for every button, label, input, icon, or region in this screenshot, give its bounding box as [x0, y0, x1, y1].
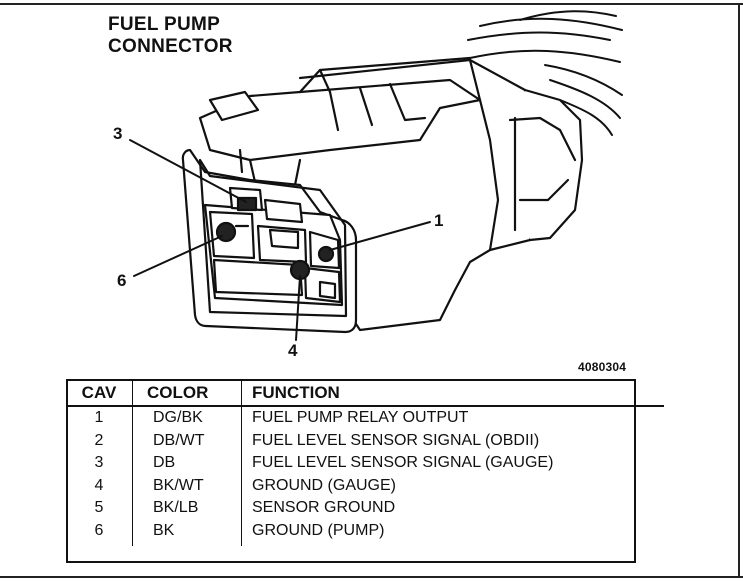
leader-3: [129, 139, 247, 203]
cell-function: SENSOR GROUND: [241, 497, 664, 520]
cell-cav: 1: [94, 409, 104, 427]
leader-6: [133, 235, 223, 277]
header-color: COLOR: [132, 379, 242, 407]
table-row: 5 BK/LB SENSOR GROUND: [66, 497, 664, 520]
connector-latch: [198, 78, 482, 162]
callout-1: 1: [434, 211, 444, 230]
cell-cav: 3: [94, 454, 104, 472]
cell-cav: 4: [94, 476, 104, 494]
diagram-title: FUEL PUMP CONNECTOR: [108, 14, 268, 58]
callout-3: 3: [113, 124, 123, 143]
cell-color: BK: [132, 519, 242, 546]
cell-color: BK/LB: [132, 497, 242, 520]
leader-4: [295, 275, 301, 341]
table-row: 2 DB/WT FUEL LEVEL SENSOR SIGNAL (OBDII): [66, 429, 664, 452]
leader-1: [329, 221, 431, 251]
table-header-row: CAV COLOR FUNCTION: [66, 379, 664, 407]
cell-color: DB/WT: [132, 429, 242, 452]
table-row: 1 DG/BK FUEL PUMP RELAY OUTPUT: [66, 406, 664, 430]
cell-color: BK/WT: [132, 474, 242, 497]
title-line-2: CONNECTOR: [108, 36, 233, 57]
table-row: 6 BK GROUND (PUMP): [66, 519, 664, 546]
cell-cav: 5: [94, 499, 104, 517]
table-row: 4 BK/WT GROUND (GAUGE): [66, 474, 664, 497]
cell-cav: 6: [94, 521, 104, 539]
cell-color: DG/BK: [132, 406, 242, 430]
title-line-1: FUEL PUMP: [108, 14, 221, 35]
cell-function: GROUND (GAUGE): [241, 474, 664, 497]
cell-color: DB: [132, 452, 242, 475]
cavity-6-pin: [215, 221, 237, 243]
frame-top-rule: [0, 3, 743, 5]
callout-6: 6: [117, 271, 127, 290]
connector-illustration: [129, 10, 623, 341]
header-function: FUNCTION: [241, 379, 664, 407]
wire-bundle: [467, 10, 623, 136]
cell-cav: 2: [94, 431, 104, 449]
pinout-table: CAV COLOR FUNCTION 1 DG/BK FUEL PUMP REL…: [66, 379, 664, 546]
cell-function: GROUND (PUMP): [241, 519, 664, 546]
cell-function: FUEL LEVEL SENSOR SIGNAL (GAUGE): [241, 452, 664, 475]
frame-bottom-rule: [0, 576, 743, 578]
callout-4: 4: [288, 341, 298, 360]
figure-code: 4080304: [578, 360, 627, 374]
frame-right-rule: [738, 3, 740, 576]
header-cav: CAV: [66, 379, 133, 407]
cell-function: FUEL PUMP RELAY OUTPUT: [241, 406, 664, 430]
cell-function: FUEL LEVEL SENSOR SIGNAL (OBDII): [241, 429, 664, 452]
table-row: 3 DB FUEL LEVEL SENSOR SIGNAL (GAUGE): [66, 452, 664, 475]
